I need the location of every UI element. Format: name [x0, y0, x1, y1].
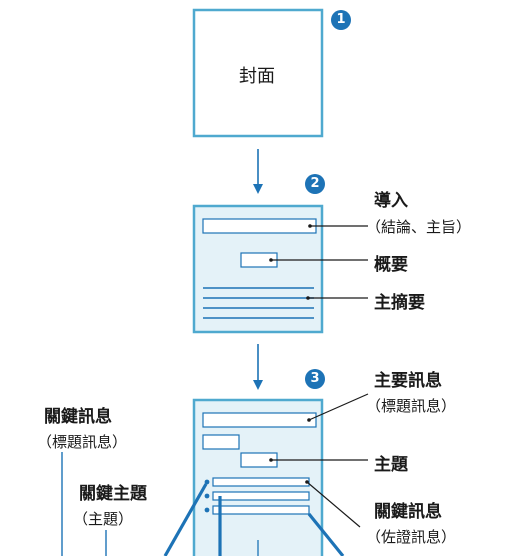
callout-line-right — [307, 512, 345, 556]
main-message-connector-dot — [307, 418, 311, 422]
key-topic-note: （主題） — [73, 510, 134, 528]
overview-label: 概要 — [374, 255, 408, 275]
arrow-2-to-3-head — [253, 380, 263, 390]
key-message-bar-3 — [212, 505, 310, 515]
topic-connector-dot — [269, 458, 273, 462]
cover-page-box — [192, 8, 324, 138]
key-message-left-label: 關鍵訊息 — [44, 407, 112, 427]
key-message-right-connector — [306, 481, 361, 528]
key-bullet-2 — [204, 493, 210, 499]
callout-line-left — [163, 483, 208, 556]
step-1-badge: 1 — [331, 10, 351, 30]
key-message-right-connector-dot — [305, 480, 309, 484]
key-bullet-1 — [204, 479, 210, 485]
intro-connector-dot — [308, 224, 312, 228]
main-message-label: 主要訊息 — [374, 371, 442, 391]
key-message-right-label: 關鍵訊息 — [374, 502, 442, 522]
left-block — [202, 434, 240, 450]
step-3-badge: 3 — [305, 369, 325, 389]
key-message-right-note: （佐證訊息） — [366, 528, 457, 546]
arrow-1-to-2-head — [253, 184, 263, 194]
key-topic-label: 關鍵主題 — [79, 484, 147, 504]
overview-connector-dot — [269, 258, 273, 262]
intro-conclusion-block — [202, 218, 317, 234]
topic-label: 主題 — [374, 455, 408, 475]
main-message-block — [202, 412, 317, 428]
key-message-bar-1 — [212, 477, 310, 487]
key-message-left-note: （標題訊息） — [37, 433, 128, 451]
key-bullet-3 — [204, 507, 210, 513]
intro-label: 導入 — [374, 191, 408, 211]
summary-connector-dot — [306, 296, 310, 300]
step-2-badge: 2 — [305, 174, 325, 194]
cover-title: 封面 — [239, 66, 275, 87]
main-message-note: （標題訊息） — [366, 397, 457, 415]
main-message-connector — [308, 393, 369, 421]
main-summary-label: 主摘要 — [374, 293, 425, 313]
key-message-bar-2 — [212, 491, 310, 501]
intro-note: （結論、主旨） — [366, 218, 472, 236]
